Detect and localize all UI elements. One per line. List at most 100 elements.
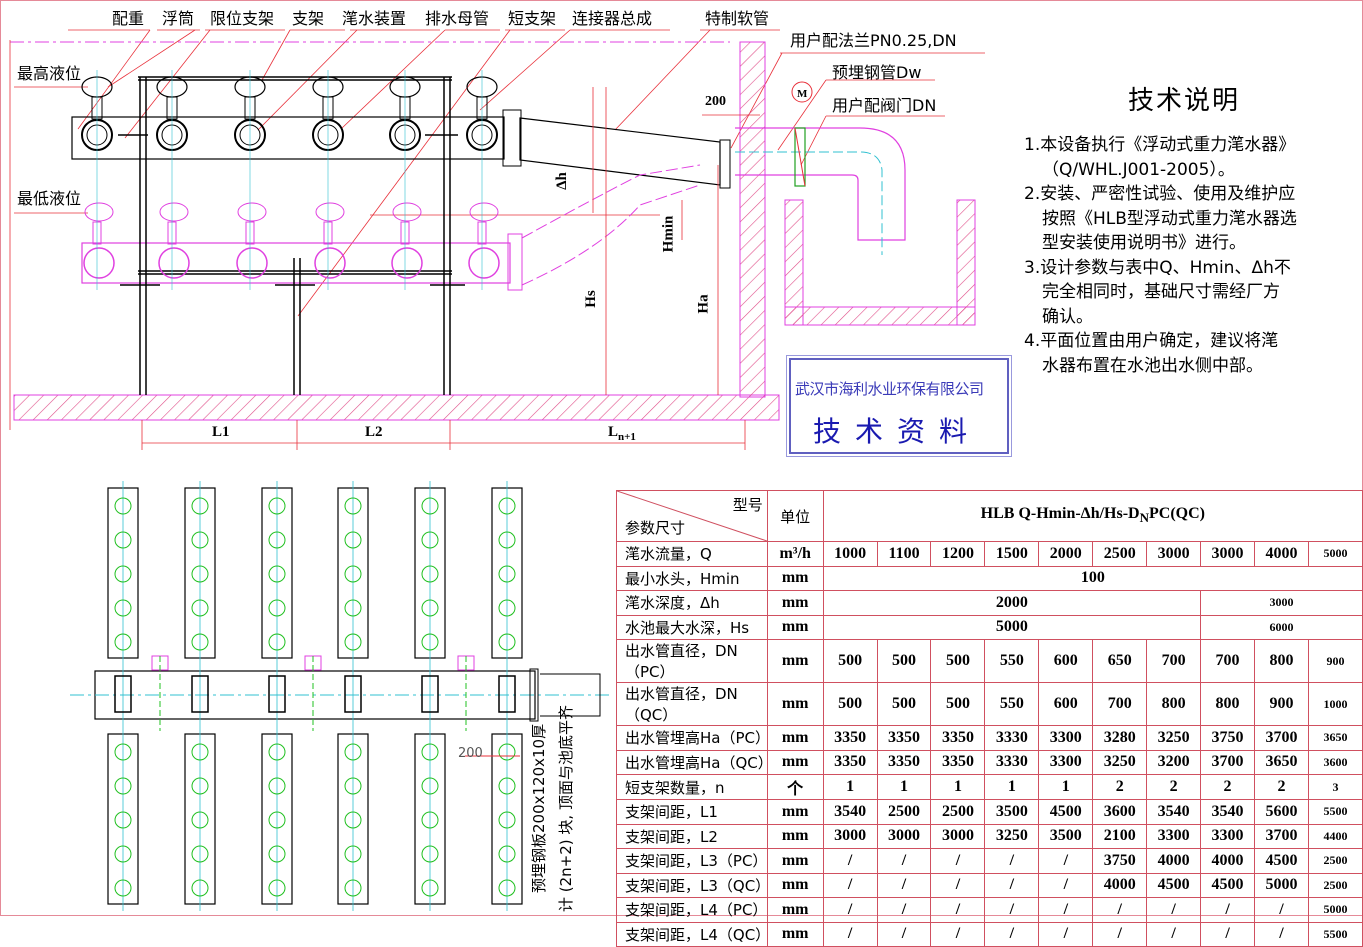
row-label: 支架间距，L4（QC） xyxy=(616,921,770,947)
cell-value: 3500 xyxy=(1038,823,1094,849)
plan-note-line1: 预埋钢板200x120x10厚 xyxy=(530,723,548,893)
note-item-4: 4.平面位置由用户确定，建议将滗 水器布置在水池出水侧中部。 xyxy=(1024,329,1359,378)
cell-value: / xyxy=(1038,848,1094,874)
technical-notes: 技术说明 1.本设备执行《浮动式重力滗水器》 （Q/WHL.J001-2005）… xyxy=(1024,80,1359,378)
dim-delta-h: Δh xyxy=(553,172,570,190)
corner-param-label: 参数尺寸 xyxy=(625,519,686,537)
cell-value: 3280 xyxy=(1092,725,1148,751)
cell-value: 3300 xyxy=(1038,725,1094,751)
cell-value: / xyxy=(1092,921,1148,947)
cell-value: / xyxy=(822,872,878,898)
cell-value: / xyxy=(930,921,986,947)
cell-value: 2500 xyxy=(930,799,986,825)
cell-value: 500 xyxy=(876,682,932,726)
cell-value: / xyxy=(1146,921,1202,947)
plan-note-line2: 计 (2n+2) 块, 顶面与池底平齐 xyxy=(557,705,575,912)
note-item-1: 1.本设备执行《浮动式重力滗水器》 （Q/WHL.J001-2005）。 xyxy=(1024,133,1359,182)
callout-embedded-pipe: 预埋钢管Dw xyxy=(832,63,922,82)
cell-value: 1 xyxy=(1038,774,1094,800)
cell-value: 3700 xyxy=(1200,749,1256,775)
cell-value: 3350 xyxy=(822,749,878,775)
row-unit: mm xyxy=(766,725,824,751)
row-unit: 个 xyxy=(766,774,824,800)
cell-value: 5500 xyxy=(1307,799,1363,825)
cell-value: 4000 xyxy=(1146,848,1202,874)
cell-value: 1500 xyxy=(984,541,1040,567)
cell-value: / xyxy=(1038,897,1094,923)
float-assembly xyxy=(156,70,190,290)
cell-value: 700 xyxy=(1200,639,1256,683)
decanter-arm xyxy=(107,481,139,911)
decanter-arm xyxy=(261,481,293,911)
float-assembly xyxy=(234,70,268,290)
stamp-title: 技术资料 xyxy=(813,415,982,448)
cell-value: 3000 xyxy=(1146,541,1202,567)
elevation-view xyxy=(9,29,985,450)
note-item-2: 2.安装、严密性试验、使用及维护应 按照《HLB型浮动式重力滗水器选 型安装使用… xyxy=(1024,182,1359,256)
dim-hmin: Hmin xyxy=(660,215,677,253)
cell-value: 3500 xyxy=(984,799,1040,825)
plan-view xyxy=(70,481,610,911)
spec-table: 型号 参数尺寸 单位 HLB Q-Hmin-Δh/Hs-DNPC(QC) 滗水流… xyxy=(616,490,1363,947)
label-lowest-level: 最低液位 xyxy=(17,189,82,208)
cell-value: 3250 xyxy=(984,823,1040,849)
cell-value: 3000 xyxy=(1200,590,1363,616)
callout-leaders xyxy=(68,29,985,317)
cell-value: 5000 xyxy=(822,614,1202,640)
cell-value: 3000 xyxy=(1200,541,1256,567)
row-label: 出水管直径，DN（PC） xyxy=(616,639,768,683)
table-row-dh: 滗水深度，Δh mm 2000 3000 xyxy=(616,590,1363,616)
cell-value: / xyxy=(1200,897,1256,923)
row-unit: m³/h xyxy=(766,541,824,567)
cell-value: 5000 xyxy=(1307,541,1363,567)
cell-value: 3 xyxy=(1307,774,1363,800)
note-item-3: 3.设计参数与表中Q、Hmin、Δh不 完全相同时，基础尺寸需经厂方 确认。 xyxy=(1024,256,1359,330)
cell-value: / xyxy=(1038,872,1094,898)
cell-value: 2 xyxy=(1200,774,1256,800)
table-row: 支架间距，L4（QC）mm/////////5500 xyxy=(616,921,1363,947)
dim-ln1: Ln+1 xyxy=(608,423,636,446)
cell-value: / xyxy=(984,921,1040,947)
row-unit: mm xyxy=(766,565,824,591)
row-unit: mm xyxy=(766,897,824,923)
cell-value: 3540 xyxy=(822,799,878,825)
float-assembly xyxy=(389,70,423,290)
dim-ha: Ha xyxy=(695,294,712,314)
cell-value: 600 xyxy=(1038,639,1094,683)
cell-value: 3650 xyxy=(1254,749,1309,775)
cell-value: 3330 xyxy=(984,749,1040,775)
row-label: 出水管埋高Ha（QC） xyxy=(616,749,773,775)
note-text: 平面位置由用户确定，建议将滗 xyxy=(1040,331,1279,351)
short-bracket xyxy=(457,655,475,731)
cell-value: 2100 xyxy=(1092,823,1148,849)
company-stamp: 武汉市海利水业环保有限公司 技术资料 xyxy=(786,355,1012,457)
cell-value: 4000 xyxy=(1092,872,1148,898)
cell-value: 600 xyxy=(1038,682,1094,726)
cell-value: 4500 xyxy=(1038,799,1094,825)
cell-value: / xyxy=(1092,897,1148,923)
cell-value: 3350 xyxy=(822,725,878,751)
cell-value: / xyxy=(1146,897,1202,923)
cell-value: / xyxy=(930,848,986,874)
callout-counterweight: 配重 xyxy=(112,9,145,28)
cell-value: 550 xyxy=(984,682,1040,726)
cell-value: 2500 xyxy=(876,799,932,825)
dim-l2: L2 xyxy=(365,424,383,440)
cell-value: 5600 xyxy=(1254,799,1309,825)
cell-value: 2 xyxy=(1254,774,1309,800)
cell-value: 5000 xyxy=(1307,897,1363,923)
cell-value: / xyxy=(822,897,878,923)
dim-hs: Hs xyxy=(582,290,599,308)
row-unit: mm xyxy=(766,823,824,849)
cell-value: 4500 xyxy=(1200,872,1256,898)
note-text: 确认。 xyxy=(1042,306,1093,327)
cell-value: 4000 xyxy=(1200,848,1256,874)
cell-value: 4500 xyxy=(1254,848,1309,874)
cell-value: / xyxy=(930,872,986,898)
decanter-arm xyxy=(337,481,369,911)
cell-value: 3250 xyxy=(1146,725,1202,751)
